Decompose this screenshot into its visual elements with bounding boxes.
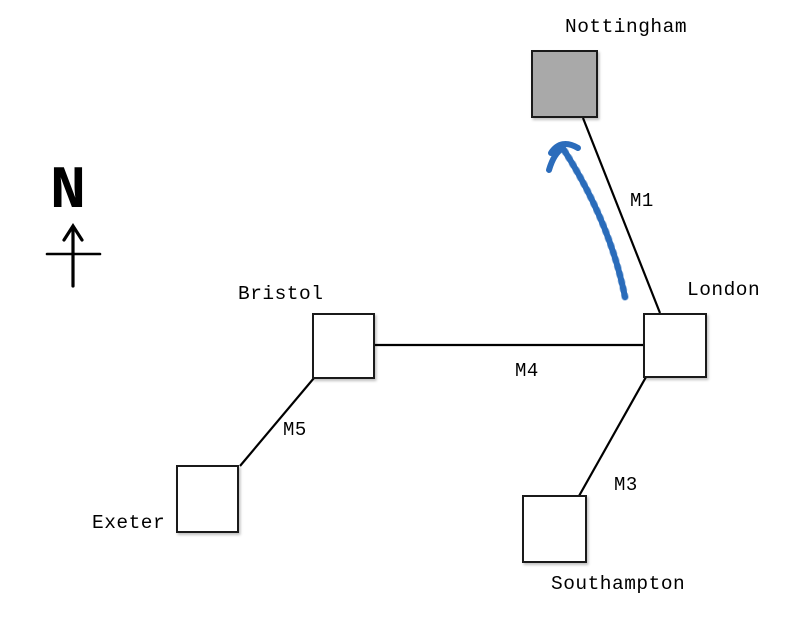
route-arrow-shaft [561,147,628,300]
city-label-exeter: Exeter [92,512,166,534]
city-label-southampton: Southampton [551,573,686,595]
road-label-m3: M3 [614,474,638,496]
road-m3-line [578,376,647,497]
city-label-london: London [687,279,761,301]
route-arrow [546,141,629,301]
city-label-bristol: Bristol [238,283,324,305]
road-m5-line [239,377,315,467]
road-m1-line [581,117,662,314]
compass-arrow [45,223,102,288]
compass-north-label: N [50,158,87,226]
city-node-southampton [522,495,587,563]
city-node-exeter [176,465,239,533]
city-label-nottingham: Nottingham [565,16,688,38]
route-arrowhead-right-hook [548,141,581,156]
road-lines-group [239,117,662,497]
city-node-bristol [312,313,375,379]
compass-arrowhead-icon [62,223,84,242]
city-node-london [643,313,707,378]
route-arrowhead-left-barb [546,145,566,173]
route-arrow-sketch-texture [560,146,629,301]
road-label-m4: M4 [515,360,539,382]
road-label-m1: M1 [630,190,654,212]
city-node-nottingham [531,50,598,118]
road-label-m5: M5 [283,419,307,441]
